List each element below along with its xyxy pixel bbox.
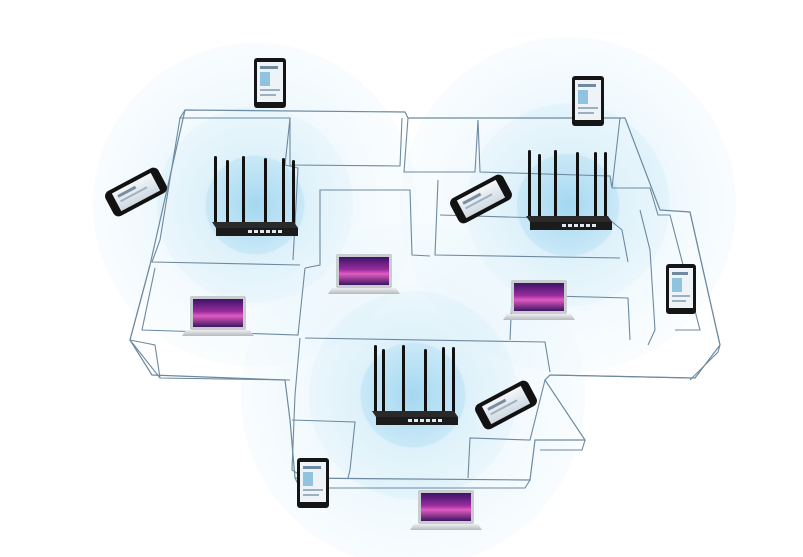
laptop-screen [514,283,564,311]
router-icon [212,156,298,236]
wall-segment [304,189,431,269]
router-icon [526,150,612,230]
laptop-base [410,524,482,530]
smartphone-icon [105,167,167,217]
phone-screen-content [490,399,518,416]
antenna [214,156,295,224]
router-body [212,222,298,228]
laptop-base [182,330,254,336]
floor-plan [129,109,721,489]
wall-segment [639,209,656,346]
router-icon [372,345,458,425]
tablet-screen-content [578,90,588,104]
tablet-screen-content [578,107,598,109]
antenna [528,150,607,218]
wall-segment [612,187,701,331]
laptop-icon [328,254,400,294]
wall-segment [291,337,301,476]
wall-segment [439,214,629,263]
wall-segment [304,337,551,373]
laptop-screen [339,257,389,285]
wall-segment [284,117,299,261]
tablet-icon [572,76,604,126]
tablet-screen-content [260,94,276,96]
smartphone-icon [450,174,512,224]
wall-segment [129,264,161,379]
wall-segment [549,374,691,379]
wall-segment [434,179,621,259]
wall-segment [689,211,721,381]
wall-segment [151,117,301,266]
wall-segment [403,117,479,173]
tablet-screen-content [303,472,313,486]
tablet-screen-content [303,489,323,491]
tablet-screen-content [260,72,270,86]
wall-segment [467,379,546,479]
tablet-screen-content [578,84,596,87]
tablet-screen-content [672,272,688,275]
router-ports [408,419,442,422]
phone-screen-content [465,193,493,210]
tablet-screen-content [672,295,690,297]
router-ports [248,230,282,233]
wall-segment [477,117,621,189]
phone-screen-content [117,185,137,198]
wall-segment [179,109,403,167]
wall-segment [129,339,291,381]
router-ports [562,224,596,227]
wall-segment [540,439,586,451]
smartphone-icon [475,380,537,430]
laptop-icon [410,490,482,530]
laptop-icon [182,296,254,336]
tablet-screen-content [260,89,280,91]
tablet-icon [297,458,329,508]
tablet-screen-content [303,494,319,496]
floor-outline [129,109,721,481]
phone-screen-content [462,192,482,205]
laptop-icon [503,280,575,320]
tablet-screen-content [260,66,278,69]
router-body [372,411,458,417]
tablet-screen-content [672,278,682,292]
antenna [374,345,455,413]
tablet-screen-content [672,300,686,302]
phone-screen-content [120,186,148,203]
wall-segment [291,419,356,479]
laptop-screen [421,493,471,521]
tablet-icon [254,58,286,108]
tablet-screen-content [578,112,594,114]
tablet-screen-content [303,466,321,469]
laptop-screen [193,299,243,327]
tablet-icon [666,264,696,314]
phone-screen-content [487,398,507,411]
laptop-base [328,288,400,294]
router-body [526,216,612,222]
laptop-base [503,314,575,320]
